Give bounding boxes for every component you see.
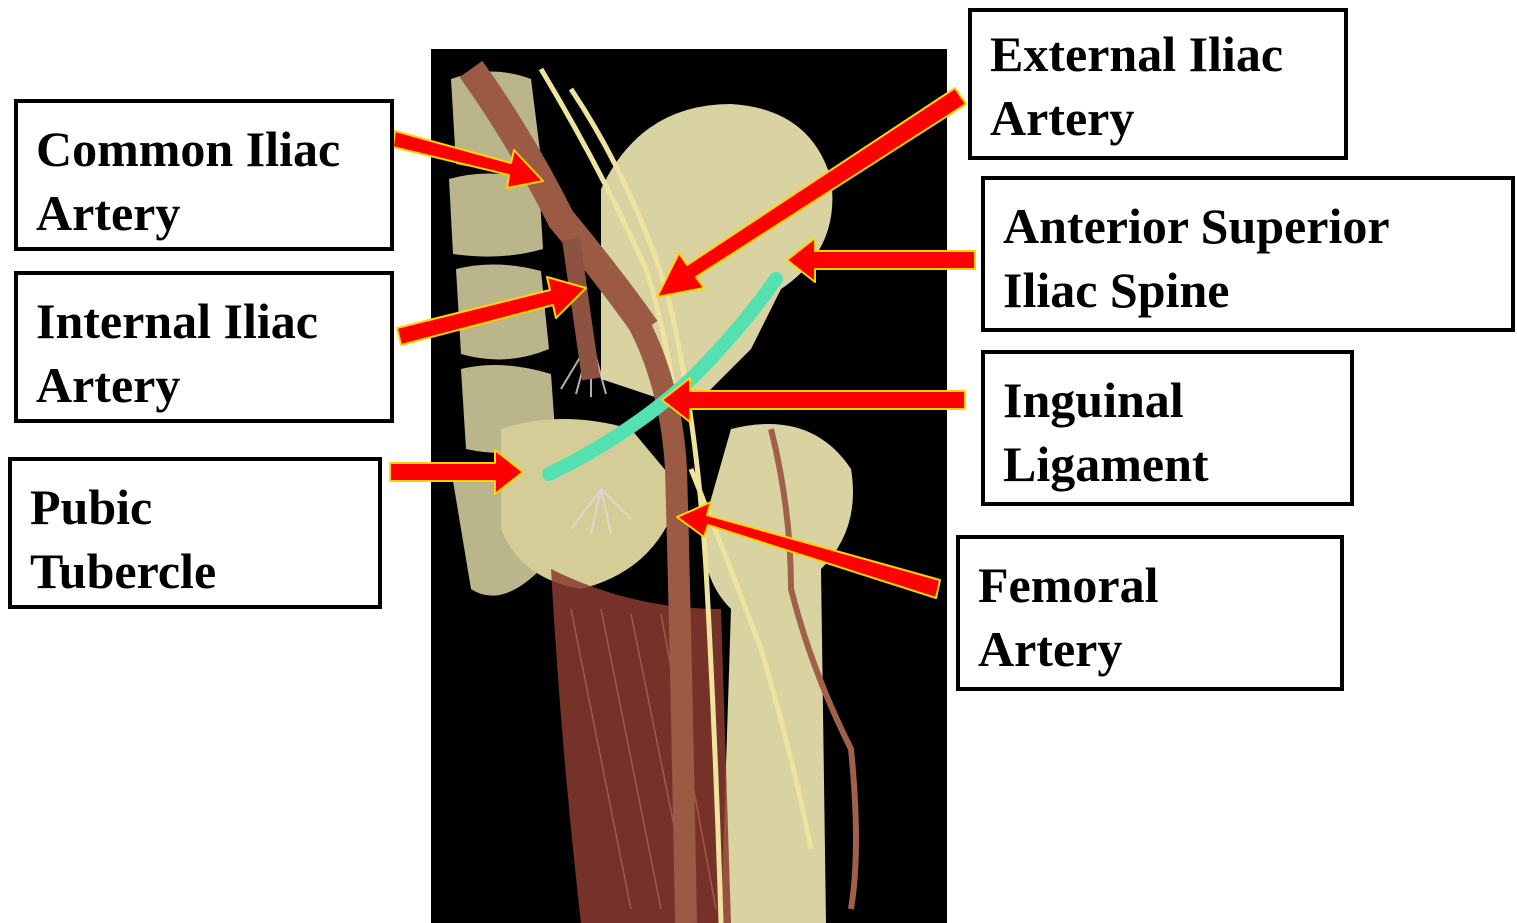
label-line: Artery <box>990 86 1326 150</box>
label-line: Pubic <box>30 475 360 539</box>
label-anterior-superior-iliac-spine: Anterior Superior Iliac Spine <box>981 176 1515 332</box>
label-line: Ligament <box>1003 432 1332 496</box>
label-line: Artery <box>36 353 372 417</box>
label-external-iliac-artery: External Iliac Artery <box>968 8 1348 160</box>
label-line: Tubercle <box>30 539 360 603</box>
label-line: Common Iliac <box>36 117 372 181</box>
label-line: Artery <box>36 181 372 245</box>
label-common-iliac-artery: Common Iliac Artery <box>14 99 394 251</box>
thigh-muscles <box>551 569 731 923</box>
label-femoral-artery: Femoral Artery <box>956 535 1344 691</box>
label-line: External Iliac <box>990 22 1326 86</box>
label-line: Anterior Superior <box>1003 194 1493 258</box>
label-line: Inguinal <box>1003 368 1332 432</box>
label-pubic-tubercle: Pubic Tubercle <box>8 457 382 609</box>
label-inguinal-ligament: Inguinal Ligament <box>981 350 1354 506</box>
anatomy-illustration <box>431 49 947 923</box>
label-line: Femoral <box>978 553 1322 617</box>
label-line: Iliac Spine <box>1003 258 1493 322</box>
label-line: Artery <box>978 617 1322 681</box>
label-internal-iliac-artery: Internal Iliac Artery <box>14 271 394 423</box>
pelvis-femur-drawing <box>431 49 947 923</box>
ilium <box>601 104 832 409</box>
label-line: Internal Iliac <box>36 289 372 353</box>
